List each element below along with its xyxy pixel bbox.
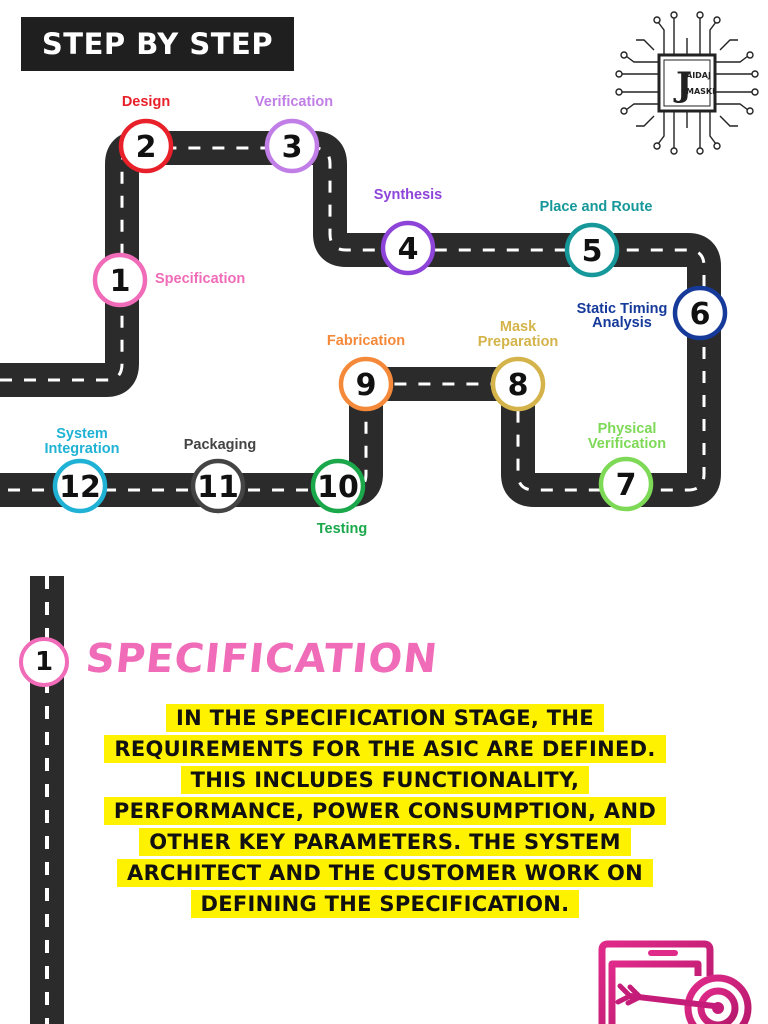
step-node-7: 7 [598, 456, 654, 512]
step-node-circle [264, 118, 320, 174]
step-node-circle [118, 118, 174, 174]
step-node-12: 12 [52, 458, 108, 514]
step-node-number: 1 [110, 264, 131, 299]
step-label-2: Design [122, 94, 170, 110]
step-label-8: Mask [500, 319, 537, 335]
step-node-3: 3 [264, 118, 320, 174]
step-label-7: Verification [588, 436, 666, 452]
step-label-6: Static Timing [577, 301, 668, 317]
step-label-12: Integration [45, 441, 120, 457]
step-label-11: Packaging [184, 437, 257, 453]
step-node-circle [598, 456, 654, 512]
step-node-6: 6 [672, 285, 728, 341]
step-node-1: 1 [92, 252, 148, 308]
step-node-number: 2 [136, 130, 157, 165]
step-node-2: 2 [118, 118, 174, 174]
step-node-number: 6 [690, 297, 711, 332]
page-header: STEP BY STEP [21, 17, 294, 71]
step-node-9: 9 [338, 356, 394, 412]
step-node-circle [564, 222, 620, 278]
step-node-circle [310, 458, 366, 514]
step-node-5: 5 [564, 222, 620, 278]
step-node-number: 11 [197, 470, 239, 505]
step-node-number: 12 [59, 470, 101, 505]
logo-initial: J [673, 65, 692, 105]
step-label-3: Verification [255, 94, 333, 110]
step-node-number: 9 [356, 368, 377, 403]
target-icon [598, 940, 752, 1024]
step-node-circle [190, 458, 246, 514]
detail-description-text: In the specification stage, the requirem… [103, 704, 667, 918]
step-label-4: Synthesis [374, 187, 443, 203]
step-label-9: Fabrication [327, 333, 405, 349]
step-node-10: 10 [310, 458, 366, 514]
step-label-10: Testing [317, 521, 367, 537]
step-label-1: Specification [155, 271, 245, 287]
step-node-8: 8 [490, 356, 546, 412]
step-node-number: 4 [398, 232, 419, 267]
step-node-circle [92, 252, 148, 308]
detail-step-number: 1 [19, 637, 69, 687]
step-node-number: 3 [282, 130, 303, 165]
step-node-11: 11 [190, 458, 246, 514]
detail-step-title: SPECIFICATION [83, 636, 441, 682]
step-label-7: Physical [598, 421, 657, 437]
step-label-8: Preparation [478, 334, 559, 350]
step-node-number: 7 [616, 468, 637, 503]
step-label-6: Analysis [592, 315, 652, 331]
logo-text-bottom: MASKI [686, 87, 715, 96]
detail-description: In the specification stage, the requirem… [90, 703, 680, 920]
step-node-circle [52, 458, 108, 514]
step-node-circle [490, 356, 546, 412]
step-node-circle [338, 356, 394, 412]
step-node-number: 10 [317, 470, 359, 505]
step-node-circle [380, 220, 436, 276]
step-node-number: 5 [582, 234, 603, 269]
step-node-circle [672, 285, 728, 341]
step-node-4: 4 [380, 220, 436, 276]
step-label-5: Place and Route [540, 199, 653, 215]
chip-logo: J AIDAJ MASKI [615, 11, 759, 155]
logo-text-top: AIDAJ [686, 71, 711, 80]
step-node-number: 8 [508, 368, 529, 403]
step-label-12: System [56, 426, 108, 442]
